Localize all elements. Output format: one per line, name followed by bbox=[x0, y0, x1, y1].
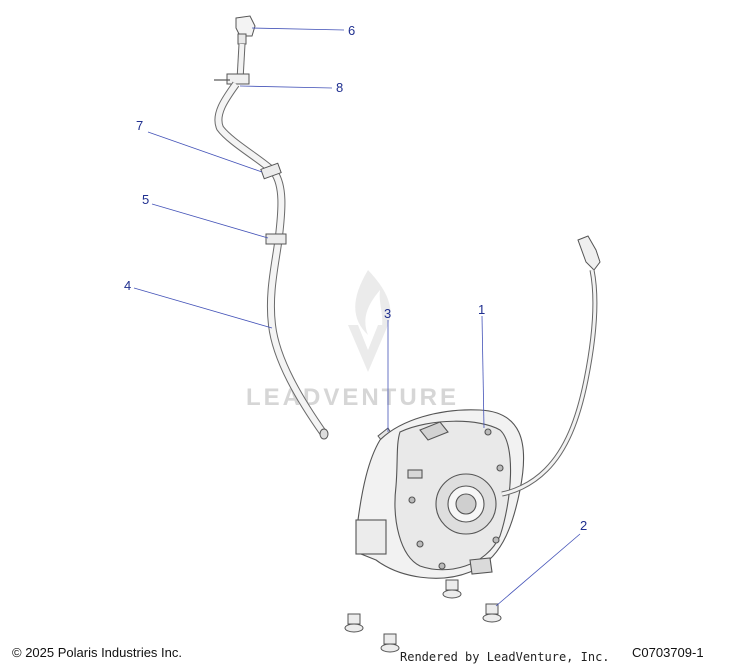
callout-5: 5 bbox=[142, 192, 149, 207]
callout-4: 4 bbox=[124, 278, 131, 293]
leader-5 bbox=[151, 203, 269, 239]
part-code: C0703709-1 bbox=[632, 645, 704, 660]
bolt bbox=[380, 633, 400, 653]
bolt bbox=[442, 579, 462, 599]
leader-7 bbox=[147, 131, 263, 173]
bolt bbox=[344, 613, 364, 633]
leader-1 bbox=[481, 315, 485, 429]
callout-7: 7 bbox=[136, 118, 143, 133]
callout-3: 3 bbox=[384, 306, 391, 321]
leader-lines bbox=[133, 27, 581, 607]
breather-hose bbox=[214, 15, 329, 440]
callout-1: 1 bbox=[478, 302, 485, 317]
gearcase-housing bbox=[355, 409, 525, 579]
callout-6: 6 bbox=[348, 23, 355, 38]
leader-8 bbox=[239, 85, 333, 89]
bolts bbox=[344, 579, 502, 653]
watermark-text: LEADVENTURE bbox=[246, 384, 459, 411]
leader-2 bbox=[495, 533, 581, 607]
callouts: 6 8 7 5 4 3 1 2 bbox=[124, 23, 587, 533]
flame-logo-icon bbox=[348, 270, 391, 372]
sensor-harness bbox=[501, 235, 601, 497]
bolt bbox=[482, 603, 502, 623]
leader-4 bbox=[133, 287, 273, 329]
leader-6 bbox=[251, 27, 345, 31]
callout-2: 2 bbox=[580, 518, 587, 533]
rendered-by-text: Rendered by LeadVenture, Inc. bbox=[400, 650, 610, 664]
watermark: LEADVENTURE bbox=[246, 270, 459, 411]
copyright-text: © 2025 Polaris Industries Inc. bbox=[12, 645, 182, 660]
callout-8: 8 bbox=[336, 80, 343, 95]
